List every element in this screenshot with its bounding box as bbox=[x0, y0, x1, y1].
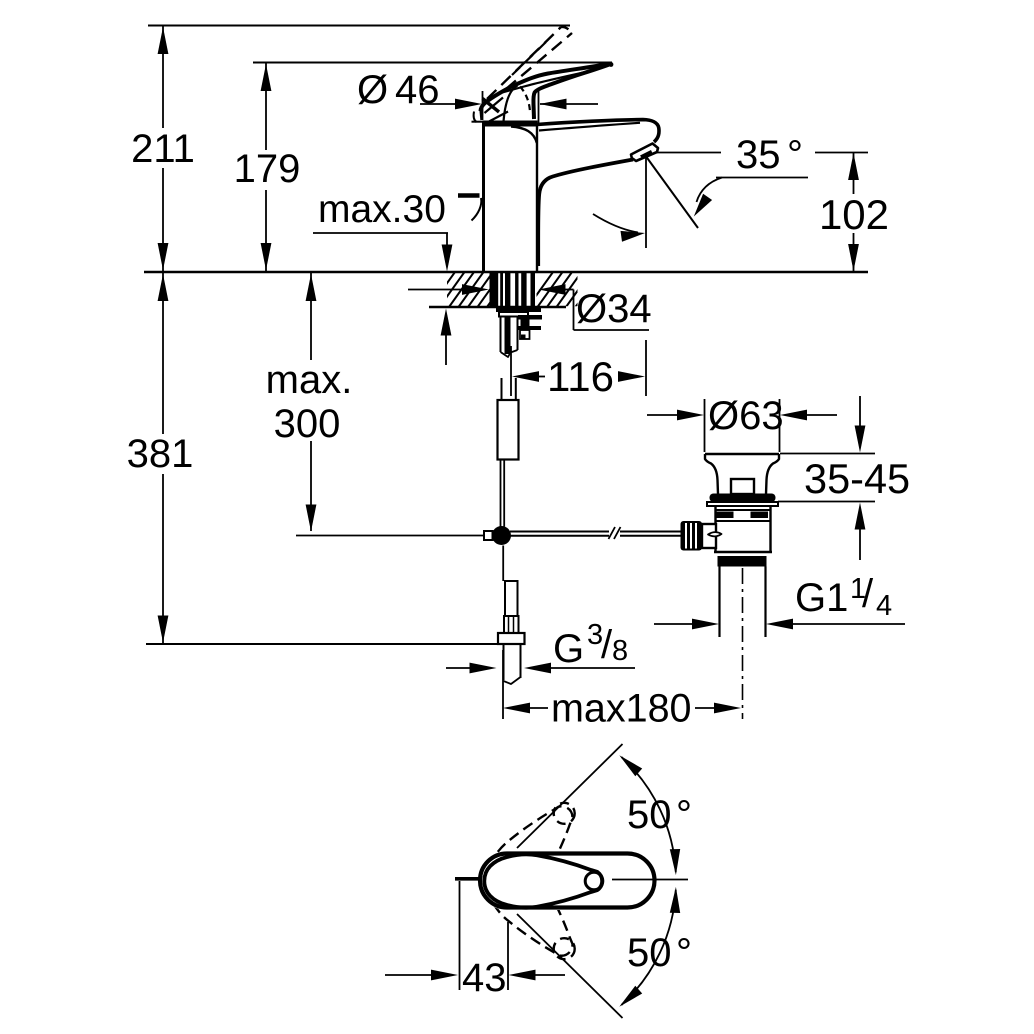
svg-text:1: 1 bbox=[850, 573, 866, 605]
svg-text:Ø63: Ø63 bbox=[708, 394, 784, 438]
svg-text:max180: max180 bbox=[551, 687, 692, 731]
svg-text:211: 211 bbox=[131, 127, 195, 171]
svg-text:50: 50 bbox=[627, 793, 672, 837]
svg-text:300: 300 bbox=[274, 402, 341, 446]
svg-text:G: G bbox=[553, 627, 584, 671]
svg-text:35: 35 bbox=[736, 133, 781, 177]
svg-text:3: 3 bbox=[587, 619, 603, 651]
svg-text:46: 46 bbox=[395, 68, 440, 112]
svg-text:/: / bbox=[862, 572, 874, 616]
svg-text:43: 43 bbox=[462, 956, 507, 1000]
svg-text:35-45: 35-45 bbox=[804, 455, 910, 502]
svg-text:max.30: max.30 bbox=[318, 188, 446, 231]
svg-text:4: 4 bbox=[876, 590, 892, 622]
svg-text:/: / bbox=[601, 623, 613, 667]
svg-text:Ø34: Ø34 bbox=[576, 287, 652, 331]
svg-text:°: ° bbox=[787, 133, 803, 177]
svg-text:50: 50 bbox=[627, 931, 672, 975]
svg-text:°: ° bbox=[676, 931, 692, 975]
svg-text:381: 381 bbox=[127, 432, 194, 476]
svg-text:102: 102 bbox=[819, 191, 889, 238]
svg-text:G1: G1 bbox=[795, 576, 848, 620]
svg-text:116: 116 bbox=[547, 353, 614, 400]
svg-text:8: 8 bbox=[612, 635, 628, 667]
svg-text:Ø: Ø bbox=[357, 68, 388, 112]
svg-text:max.: max. bbox=[266, 358, 353, 402]
svg-text:179: 179 bbox=[234, 147, 301, 191]
svg-text:°: ° bbox=[676, 793, 692, 837]
